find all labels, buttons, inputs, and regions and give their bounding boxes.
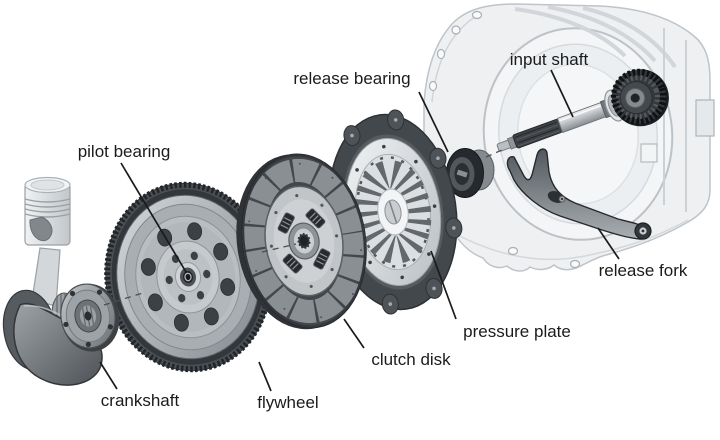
flywheel: [104, 181, 272, 373]
crank-flange-bolt-holes: [63, 289, 113, 347]
crankshaft-leader-line: [99, 361, 118, 390]
input-shaft-gear: [610, 68, 669, 127]
release-bearing-leader-line: [418, 91, 449, 153]
housing-bottom-inner-line: [451, 219, 689, 261]
input-shaft: [496, 68, 669, 152]
labels: pilot bearing release bearing input shaf…: [78, 50, 688, 412]
release-bearing: [446, 148, 495, 198]
housing-ribs: [514, 5, 677, 69]
clutch-disk-label: clutch disk: [371, 350, 451, 369]
clutch-disk-friction-segments: [242, 158, 366, 324]
release-bearing-label: release bearing: [293, 69, 410, 88]
release-bearing-highlight: [456, 169, 468, 178]
clutch-disk-hub: [288, 222, 320, 260]
housing-bolt-holes: [428, 10, 581, 269]
piston-pin-window: [29, 216, 53, 242]
crank-web-front: [13, 303, 103, 386]
release-fork-leader-line: [597, 227, 620, 260]
pressure-plate-leader-line: [430, 250, 457, 320]
release-fork-hole: [547, 191, 566, 203]
clutch-disk-rivets: [269, 193, 339, 289]
assembly-axis-line: [103, 149, 503, 306]
crankshaft-label: crankshaft: [101, 391, 180, 410]
clutch-disk-speckles: [248, 162, 363, 319]
input-shaft-polished-section: [556, 102, 607, 134]
pressure-plate-hub-split: [388, 201, 398, 223]
crankshaft: [2, 176, 120, 386]
pressure-plate-diaphragm-fingers: [354, 160, 432, 264]
clutch-disk-spring-windows: [277, 208, 331, 274]
clutch-disk: [236, 153, 367, 330]
crank-flange: [60, 283, 120, 352]
piston: [24, 176, 71, 246]
transmission-housing: [423, 3, 715, 272]
pilot-bearing: [174, 262, 202, 292]
pilot-bearing-label: pilot bearing: [78, 142, 171, 161]
flywheel-label: flywheel: [257, 393, 318, 412]
flywheel-leader-line: [258, 361, 272, 392]
input-shaft-label: input shaft: [510, 50, 589, 69]
pilot-bearing-leader-line: [120, 162, 187, 273]
release-fork: [506, 148, 652, 240]
clutch-disk-outer-rim: [242, 154, 366, 328]
input-shaft-leader-line: [550, 69, 574, 118]
release-fork-body: [506, 148, 650, 240]
release-fork-pivot-eye: [634, 222, 652, 240]
housing-body-details: [640, 28, 715, 212]
clutch-disk-leader-line: [343, 318, 365, 349]
release-fork-label: release fork: [599, 261, 688, 280]
pressure-plate-label: pressure plate: [463, 322, 571, 341]
